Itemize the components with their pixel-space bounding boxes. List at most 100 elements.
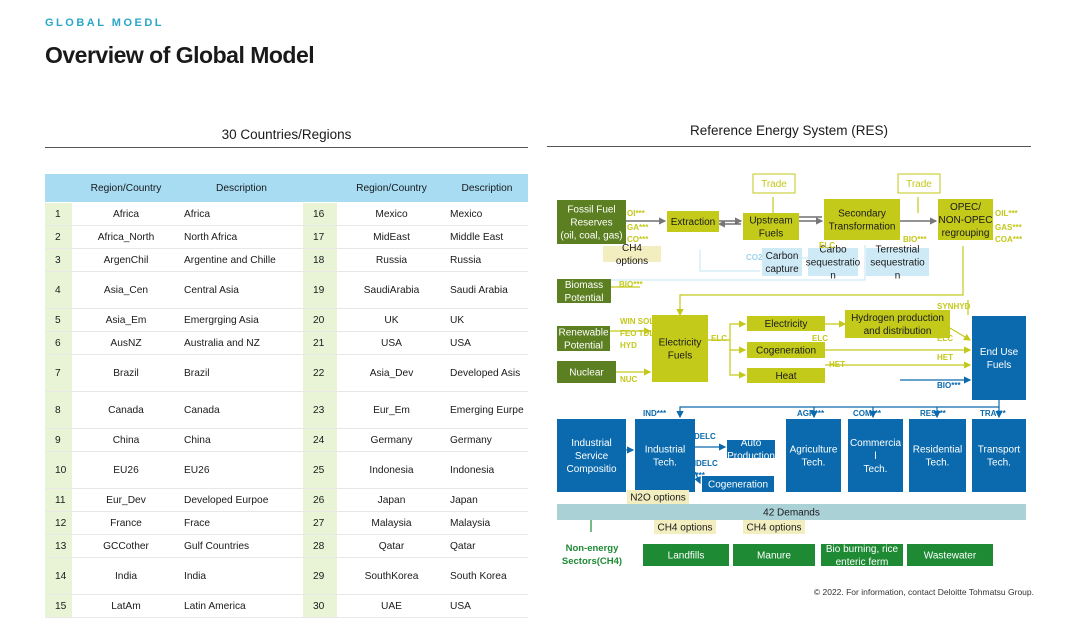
table-cell-n: 27: [303, 511, 337, 535]
manure-box-label: Manure: [757, 551, 791, 562]
regions-divider: [45, 147, 528, 148]
flow-label-co: CO***: [627, 235, 649, 244]
table-cell-d: Gulf Countries: [180, 534, 303, 558]
table-cell-n: 24: [303, 428, 337, 452]
table-cell-d: Brazil: [180, 354, 303, 392]
table-cell-d: Central Asia: [180, 271, 303, 309]
cogeneration-2-box-label: Cogeneration: [708, 480, 768, 491]
secondary-box-label: Transformation: [829, 222, 896, 233]
table-cell-r: Malaysia: [337, 511, 446, 535]
nuclear-box-label: Nuclear: [569, 368, 604, 379]
auto-production-box-label: Production: [727, 451, 775, 462]
table-cell-d: Mexico: [446, 202, 528, 226]
flow-label-oil: OI***: [627, 209, 646, 218]
table-cell-r: Asia_Em: [72, 308, 180, 332]
table-cell-n: 10: [45, 451, 72, 489]
table-cell-r: Africa_North: [72, 225, 180, 249]
table-cell-r: Asia_Dev: [337, 354, 446, 392]
carbo-seq-box-label: n: [830, 271, 836, 282]
opec-box-label: regrouping: [942, 228, 990, 239]
elec-to-electricity: [708, 320, 747, 341]
hydrogen-box-label: Hydrogen production: [851, 313, 944, 324]
flow-label-feo: FEO TDL: [620, 329, 654, 338]
flow-label-hyd: HYD: [620, 341, 637, 350]
bio-burning-box-label: Bio burning, rice: [826, 544, 899, 555]
table-header-row: Region/Country Description Region/Countr…: [45, 174, 528, 203]
hydrogen-box-label: and distribution: [864, 326, 932, 337]
biomass-box-label: Potential: [565, 293, 604, 304]
flow-label-synhyd: SYNHYD: [937, 302, 971, 311]
table-cell-n: 29: [303, 557, 337, 595]
heat-box: Heat: [747, 368, 825, 383]
commercial-tech-box-label: Tech.: [864, 464, 888, 475]
flow-label-nuc: NUC: [620, 375, 638, 384]
industrial-service-box-label: Compositio: [566, 464, 616, 475]
table-cell-d: Emerging Eurpe: [446, 391, 528, 429]
table-cell-r: ArgenChil: [72, 248, 180, 272]
copyright-footer: © 2022. For information, contact Deloitt…: [813, 587, 1034, 597]
landfills-box: Landfills: [643, 544, 729, 566]
industrial-service-box-label: Service: [575, 451, 609, 462]
page-title: Overview of Global Model: [45, 42, 315, 68]
flow-label-coa2: COA***: [995, 235, 1023, 244]
end-use-fuels-box-label: Fuels: [987, 360, 1011, 371]
flow-label-res: RES***: [920, 409, 947, 418]
table-cell-r: Qatar: [337, 534, 446, 558]
table-cell-n: 1: [45, 202, 72, 226]
bio-burning-box-label: enteric ferm: [836, 557, 889, 568]
flow-label-ga: GA***: [627, 223, 649, 232]
electricity-fuels-box-label: Fuels: [668, 351, 692, 362]
table-cell-d: Developed Eurpoe: [180, 488, 303, 512]
table-cell-d: Qatar: [446, 534, 528, 558]
hydrogen-box: Hydrogen production and distribution: [845, 310, 950, 338]
fossil-fuel-box-label: Fossil Fuel: [567, 205, 615, 216]
page-kicker: GLOBAL MOEDL: [45, 17, 165, 29]
flow-label-ind: IND***: [643, 409, 667, 418]
cogeneration-box-label: Cogeneration: [756, 346, 816, 357]
table-cell-n: 12: [45, 511, 72, 535]
regions-title: 30 Countries/Regions: [221, 127, 352, 142]
flow-label-bio1: BIO***: [903, 235, 927, 244]
table-cell-n: 11: [45, 488, 72, 512]
flow-label-het1: HET: [829, 360, 845, 369]
table-cell-n: 13: [45, 534, 72, 558]
table-cell-d: Indonesia: [446, 451, 528, 489]
table-cell-n: 22: [303, 354, 337, 392]
table-cell-d: Frace: [180, 511, 303, 535]
upstream-box-label: Upstream: [749, 216, 792, 227]
flow-label-com: COM***: [853, 409, 882, 418]
table-cell-r: Germany: [337, 428, 446, 452]
table-cell-r: Africa: [72, 202, 180, 226]
table-cell-r: SaudiArabia: [337, 271, 446, 309]
flow-label-het2: HET: [937, 353, 953, 362]
flow-label-oil2: OIL***: [995, 209, 1019, 218]
flow-label-indelc1: INDELC: [686, 432, 716, 441]
table-cell-d: Developed Asis: [446, 354, 528, 392]
terrestrial-seq-box-label: n: [895, 271, 901, 282]
table-cell-r: Asia_Cen: [72, 271, 180, 309]
flow-label-elc1: ELC: [819, 241, 835, 250]
carbo-seq-box-label: sequestratio: [806, 258, 861, 269]
table-cell-n: 7: [45, 354, 72, 392]
commercial-tech-box-label: Commercia: [850, 438, 902, 449]
auto-production-box-label: Auto: [741, 438, 762, 449]
table-cell-n: 2: [45, 225, 72, 249]
table-cell-n: 28: [303, 534, 337, 558]
col-header-region: Region/Country: [337, 174, 446, 203]
table-cell-r: UK: [337, 308, 446, 332]
enduse-to-ind: [676, 400, 1000, 419]
res-title: Reference Energy System (RES): [689, 123, 889, 138]
